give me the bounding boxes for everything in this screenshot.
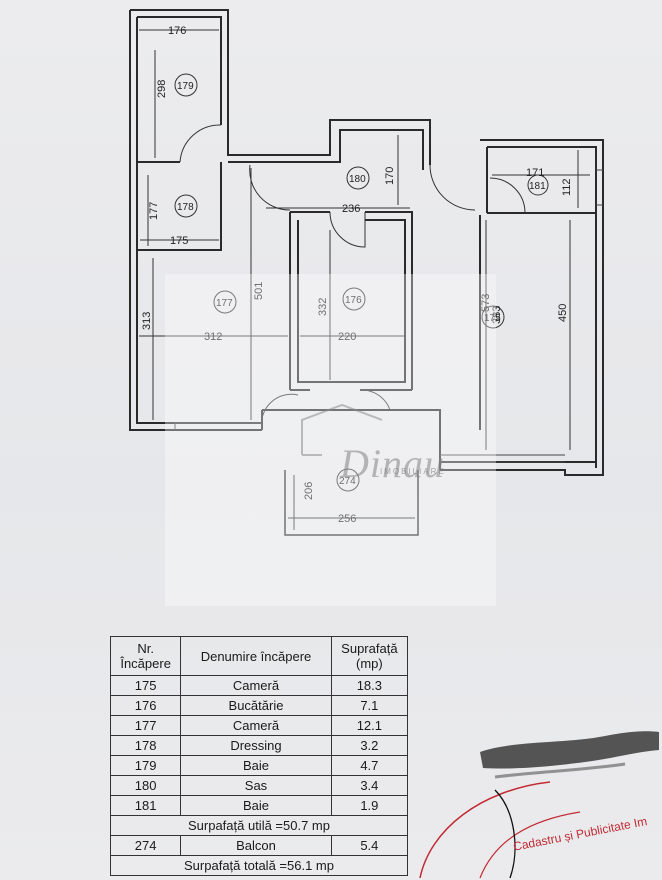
cell-name: Dressing <box>180 735 332 756</box>
room-label-179: 179 <box>177 81 194 92</box>
door-arc-kitchen <box>359 389 391 411</box>
dim-298: 298 <box>156 80 168 98</box>
total-area: Surpafață totală =56.1 mp <box>110 855 408 876</box>
cell-name: Cameră <box>180 675 332 696</box>
header-room-area: Suprafață (mp) <box>330 636 409 676</box>
cell-area: 1.9 <box>330 795 409 816</box>
watermark-brand: Dinau <box>340 441 445 486</box>
cell-name: Bucătărie <box>180 695 332 716</box>
room-label-181: 181 <box>529 181 546 192</box>
wall-178-177 <box>137 240 222 251</box>
wall-kitchen-inner <box>297 219 406 383</box>
table-row: 178 Dressing 3.2 <box>109 735 409 756</box>
outer-wall-left-down <box>129 10 262 431</box>
floor-plan-drawing: 176 298 177 175 313 312 501 332 220 236 … <box>129 9 604 536</box>
cell-name: Balcon <box>180 835 332 856</box>
total-area-row: Surpafață totală =56.1 mp <box>110 855 408 876</box>
cell-area: 4.7 <box>330 755 409 776</box>
wall-center-bottom <box>262 409 441 470</box>
table-row: 176 Bucătărie 7.1 <box>109 695 409 716</box>
header-room-number: Nr. Încăpere <box>109 636 182 676</box>
dim-220: 220 <box>338 331 356 343</box>
door-arc-274 <box>260 393 299 431</box>
dim-332: 332 <box>317 298 329 316</box>
cell-nr: 179 <box>109 755 182 776</box>
cell-area: 3.2 <box>330 735 409 756</box>
cell-area: 5.4 <box>330 835 409 856</box>
cell-nr: 274 <box>109 835 182 856</box>
dim-112: 112 <box>561 178 573 196</box>
room-label-176: 176 <box>345 295 362 306</box>
inner-wall-right <box>487 146 597 468</box>
room-area-table: Nr. Încăpere Denumire încăpere Suprafață… <box>109 636 409 876</box>
cell-name: Cameră <box>180 715 332 736</box>
useful-area-row: Surpafață utilă =50.7 mp <box>110 815 408 836</box>
dim-236: 236 <box>342 203 360 215</box>
dim-313: 313 <box>141 312 153 330</box>
cell-nr: 176 <box>109 695 182 716</box>
dim-170: 170 <box>384 167 396 185</box>
dim-206: 206 <box>303 482 315 500</box>
outer-wall-right <box>440 139 604 476</box>
dim-175: 175 <box>170 235 188 247</box>
watermark-house-icon <box>301 403 383 456</box>
table-row: 179 Baie 4.7 <box>109 755 409 776</box>
useful-area-total: Surpafață utilă =50.7 mp <box>110 815 408 836</box>
cell-name: Baie <box>180 755 332 776</box>
door-arc-180 <box>249 164 291 211</box>
dim-501: 501 <box>253 282 265 300</box>
room-label-175: 175 <box>484 313 501 324</box>
cell-nr: 178 <box>109 735 182 756</box>
table-row: 181 Baie 1.9 <box>109 795 409 816</box>
balcony-outline <box>284 470 419 536</box>
dim-573: 573 <box>480 294 492 312</box>
watermark-subtitle: IMOBILIARE <box>380 467 446 476</box>
cell-area: 7.1 <box>330 695 409 716</box>
room-label-177: 177 <box>216 298 233 309</box>
cell-nr: 177 <box>109 715 182 736</box>
dim-176-top: 176 <box>168 25 186 37</box>
cell-nr: 181 <box>109 795 182 816</box>
agency-watermark: Dinau IMOBILIARE <box>282 400 445 490</box>
official-stamp <box>419 781 581 879</box>
table-row: 177 Cameră 12.1 <box>109 715 409 736</box>
cell-name: Sas <box>180 775 332 796</box>
door-arc-179 <box>179 124 222 163</box>
cell-nr: 180 <box>109 775 182 796</box>
redaction-scribble <box>480 731 659 779</box>
cell-area: 3.4 <box>330 775 409 796</box>
dim-177-left: 177 <box>148 202 160 220</box>
door-arc-175 <box>429 164 476 211</box>
door-arc-181 <box>489 177 526 214</box>
dim-171: 171 <box>526 167 544 179</box>
table-header-row: Nr. Încăpere Denumire încăpere Suprafață… <box>109 636 409 676</box>
room-label-274: 274 <box>339 476 356 487</box>
cell-area: 12.1 <box>330 715 409 736</box>
dim-256: 256 <box>338 513 356 525</box>
cell-name: Baie <box>180 795 332 816</box>
cell-area: 18.3 <box>330 675 409 696</box>
wall-kitchen-top <box>365 211 413 390</box>
header-room-name: Denumire încăpere <box>180 636 332 676</box>
dim-450: 450 <box>557 304 569 322</box>
outer-wall-left <box>130 9 431 165</box>
door-arc-176 <box>329 211 366 248</box>
watermark-overlay <box>165 274 496 606</box>
table-row: 175 Cameră 18.3 <box>109 675 409 696</box>
dim-383: 383 <box>491 306 503 324</box>
cell-nr: 175 <box>109 675 182 696</box>
dim-312: 312 <box>204 331 222 343</box>
table-row: 180 Sas 3.4 <box>109 775 409 796</box>
wall-center-top <box>228 129 424 170</box>
room-label-178: 178 <box>177 202 194 213</box>
room-label-180: 180 <box>349 174 366 185</box>
inner-wall-left <box>137 16 222 125</box>
table-row: 274 Balcon 5.4 <box>109 835 409 856</box>
